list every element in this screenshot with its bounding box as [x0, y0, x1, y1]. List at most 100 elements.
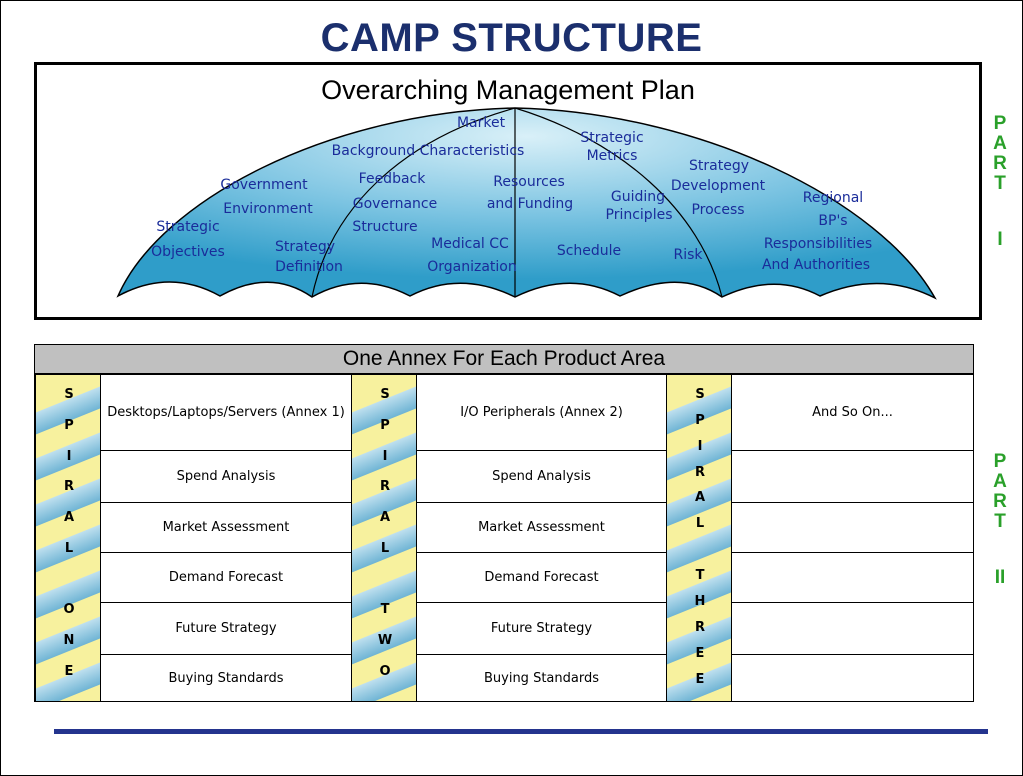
spiral-letter: A	[694, 490, 706, 506]
umbrella-label: Regional	[802, 190, 864, 206]
spiral-letter: N	[63, 633, 75, 649]
spiral-letter: P	[380, 417, 390, 433]
spiral-letter: R	[694, 619, 705, 635]
umbrella-label: Structure	[352, 219, 418, 235]
umbrella-label: Development	[670, 178, 766, 194]
umbrella-label: Medical CC	[431, 236, 509, 252]
spiral-letter: L	[380, 540, 390, 556]
umbrella-label: Guiding	[610, 189, 666, 205]
spiral-letter: E	[695, 645, 705, 661]
umbrella-label: Process	[691, 202, 745, 218]
annex-task-cell: Spend Analysis	[101, 451, 351, 503]
part-one-letter: A	[993, 133, 1007, 154]
spiral-letter: H	[694, 593, 706, 609]
annex-task-cell: Market Assessment	[417, 503, 666, 553]
spiral-letter: S	[380, 387, 390, 402]
umbrella-label: Objectives	[151, 244, 225, 260]
part-one-letter: P	[993, 113, 1007, 134]
spiral-letter: S	[695, 387, 705, 402]
umbrella-label: Organization	[427, 259, 517, 275]
spiral-letter: T	[380, 602, 390, 618]
annex-task-cell: Market Assessment	[101, 503, 351, 553]
annex-task-cell: Demand Forecast	[101, 553, 351, 603]
spiral-letter: T	[695, 568, 705, 584]
umbrella-label: Definition	[275, 259, 343, 275]
umbrella-rib-left	[311, 107, 516, 298]
umbrella-label: Background Characteristics	[331, 143, 525, 159]
part-one-label: P A R T I	[988, 114, 1012, 250]
umbrella-diagram	[116, 107, 937, 300]
part-two-label: P A R T II	[988, 452, 1012, 588]
spiral-letter: O	[379, 663, 391, 679]
annex-task-cell	[732, 553, 973, 603]
part-two-letter: T	[994, 511, 1006, 532]
annex-task-cell	[732, 603, 973, 655]
annex-task-cell: Future Strategy	[101, 603, 351, 655]
umbrella-label: Strategy	[275, 239, 335, 255]
plan-title: Overarching Management Plan	[321, 75, 695, 105]
umbrella-rib-right	[514, 107, 723, 298]
umbrella-label: Responsibilities	[763, 236, 873, 252]
annex-task-cell	[732, 451, 973, 503]
part-one-letter: R	[993, 153, 1007, 174]
spiral-letter: R	[63, 479, 74, 495]
spiral-letter: A	[379, 510, 391, 526]
annex-task-cell	[732, 503, 973, 553]
part-two-letter: A	[993, 471, 1007, 492]
annex-title-cell: And So On...	[732, 375, 973, 451]
annex-task-cell: Future Strategy	[417, 603, 666, 655]
umbrella-label: Strategy	[689, 158, 749, 174]
spiral-letter: I	[697, 438, 703, 454]
umbrella-label: Risk	[673, 247, 703, 263]
annex-header: One Annex For Each Product Area	[34, 344, 974, 374]
umbrella-label: and Funding	[486, 196, 574, 212]
spiral-letter: P	[64, 417, 74, 433]
spiral-letter: L	[695, 516, 705, 532]
spiral-letter: L	[64, 540, 74, 556]
umbrella-label: Market	[456, 115, 506, 131]
part-two-letter: P	[993, 451, 1007, 472]
spiral-letter: I	[66, 448, 72, 464]
umbrella-label: Governance	[352, 196, 438, 212]
spiral-letter: P	[695, 412, 705, 428]
annex-column-3: And So On...	[732, 375, 973, 701]
spiral-letter: R	[694, 464, 705, 480]
annex-task-cell: Buying Standards	[168, 670, 284, 686]
spiral-letter: E	[695, 671, 705, 687]
spiral-letter: A	[63, 510, 75, 526]
umbrella-label: Strategic	[580, 130, 644, 146]
spiral-letter: S	[64, 387, 74, 402]
umbrella-label: Metrics	[586, 148, 638, 164]
spiral-letter: O	[63, 602, 75, 618]
bottom-rule	[54, 729, 988, 734]
spiral-letter: W	[377, 633, 393, 649]
page-title: CAMP STRUCTURE	[320, 16, 703, 60]
umbrella-label: BP's	[818, 213, 848, 229]
annex-task-cell: Demand Forecast	[417, 553, 666, 603]
annex-title-cell: Desktops/Laptops/Servers (Annex 1)	[101, 375, 351, 451]
umbrella-label: Resources	[493, 174, 565, 190]
umbrella-label: And Authorities	[761, 257, 871, 273]
annex-task-cell: Buying Standards	[483, 670, 599, 686]
part-two-letter: R	[993, 491, 1007, 512]
spiral-letter: E	[64, 663, 74, 679]
annex-task-cell	[732, 655, 973, 701]
annex-column-1: Desktops/Laptops/Servers (Annex 1)Spend …	[101, 375, 351, 701]
umbrella-label: Schedule	[556, 243, 622, 259]
spiral-letter: R	[379, 479, 390, 495]
part-two-numeral: II	[994, 567, 1006, 588]
umbrella-label: Principles	[605, 207, 673, 223]
umbrella-label: Strategic	[156, 219, 220, 235]
annex-title-cell: I/O Peripherals (Annex 2)	[417, 375, 666, 451]
spiral-letter: I	[382, 448, 388, 464]
umbrella-label: Feedback	[358, 171, 426, 187]
annex-task-cell: Spend Analysis	[417, 451, 666, 503]
